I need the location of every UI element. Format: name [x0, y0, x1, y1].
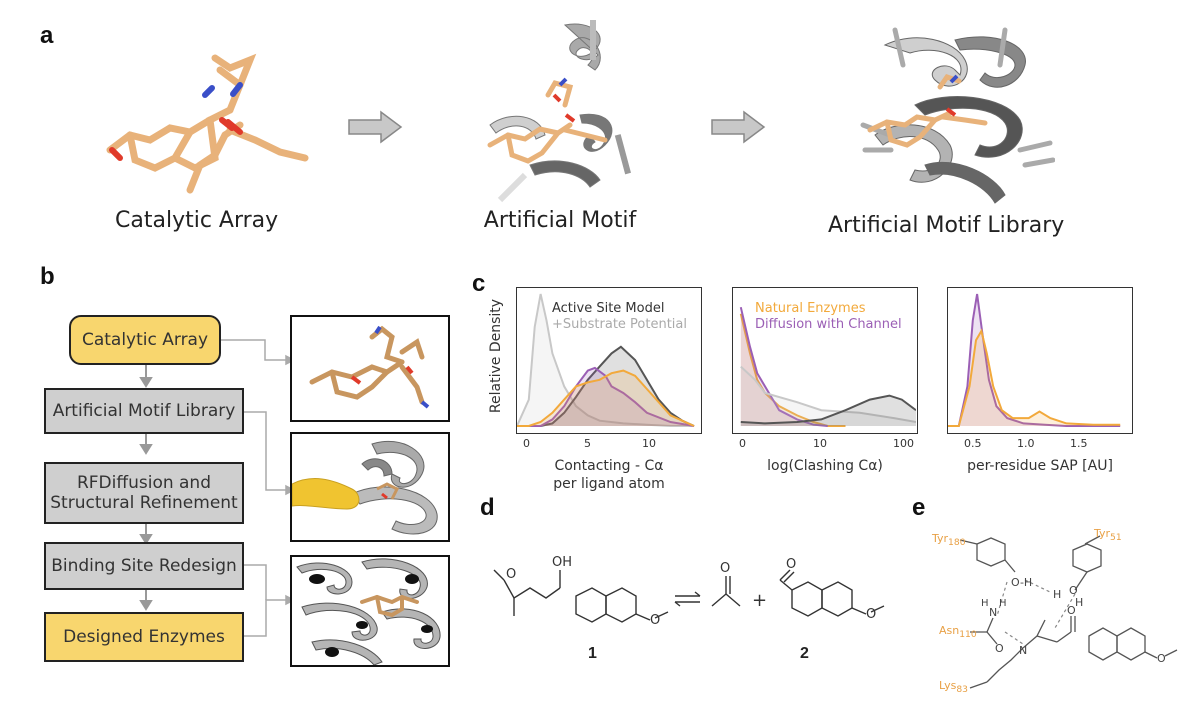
arrow-right-icon	[710, 110, 766, 149]
flow-step-rfdiffusion-refinement: RFDiffusion and Structural Refinement	[44, 462, 244, 524]
atom-h-asn-1: H	[981, 598, 989, 609]
flow-step-artificial-motif-library: Artificial Motif Library	[44, 388, 244, 434]
flow-step-binding-site-redesign: Binding Site Redesign	[44, 542, 244, 590]
panel-letter-a: a	[40, 22, 54, 49]
caption-artificial-motif: Artificial Motif	[483, 208, 637, 233]
xlabel-contacting-line1: Contacting - Cα	[554, 458, 664, 474]
designed-enzyme-thumbnail	[290, 555, 450, 667]
atom-o-aldehyde: O	[786, 557, 796, 572]
xlabel-contacting-line2: per ligand atom	[553, 476, 665, 492]
tick-label: 10	[813, 437, 827, 450]
legend-active-site-model: Active Site Model	[552, 301, 665, 316]
density-area-2	[740, 366, 916, 426]
plot-contacting	[516, 293, 695, 427]
flow-connectors	[139, 339, 296, 637]
active-site-scheme: O-H H O H N H H O N O O	[959, 535, 1178, 689]
tick-label: 10	[642, 437, 656, 450]
tick-label: 1.5	[1070, 437, 1088, 450]
atom-o-tyr51: O	[1069, 584, 1078, 597]
catalytic-array-image	[96, 53, 309, 194]
density-line-1	[948, 328, 1121, 427]
panel-letter-b: b	[40, 263, 55, 290]
tick-label: 100	[893, 437, 914, 450]
atom-h-tyr51: H	[1075, 596, 1083, 609]
density-area-3	[740, 395, 916, 426]
atom-o-ketone: O	[1067, 604, 1076, 617]
retro-aldol-reaction-scheme: O OH O O O O +	[493, 555, 885, 628]
density-area-2	[517, 367, 695, 426]
atom-o-asn: O	[995, 642, 1004, 655]
catalytic-array-thumbnail	[290, 315, 450, 422]
atom-o-h-tyr180: O-H	[1011, 576, 1032, 589]
legend-diffusion-with-channel: Diffusion with Channel	[755, 317, 902, 332]
atom-h-asn-2: H	[999, 598, 1007, 609]
plot-clashing	[739, 306, 917, 427]
atom-o-methoxy-1: O	[650, 613, 660, 628]
density-line-2	[740, 365, 917, 423]
plot-contacting-frame	[516, 287, 702, 434]
compound-number-2: 2	[800, 645, 809, 662]
plot-clashing-frame	[732, 287, 918, 434]
density-line-1	[517, 345, 695, 427]
atom-o-methoxy: O	[1157, 652, 1166, 665]
density-area-1	[948, 331, 1121, 426]
caption-catalytic-array: Catalytic Array	[115, 208, 279, 233]
panel-letter-e: e	[912, 494, 926, 521]
tick-label: 0	[739, 437, 746, 450]
density-area-3	[517, 370, 695, 426]
atom-h-bridge: H	[1053, 588, 1061, 601]
artificial-motif-image	[487, 20, 631, 203]
tick-label: 0	[523, 437, 530, 450]
density-area-1	[517, 346, 695, 426]
atom-n-asn: N	[989, 606, 997, 619]
legend-substrate-potential: +Substrate Potential	[552, 317, 687, 332]
xlabel-sap: per-residue SAP [AU]	[967, 458, 1113, 474]
plot-sap-frame	[947, 287, 1133, 434]
density-area-1	[740, 307, 828, 426]
residue-tyr51: Tyr51	[1094, 527, 1122, 544]
tick-label: 0.5	[964, 437, 982, 450]
density-line-3	[517, 369, 695, 427]
legend-natural-enzymes: Natural Enzymes	[755, 301, 866, 316]
atom-o-methoxy-2: O	[866, 607, 876, 622]
density-line-1	[739, 306, 828, 427]
flow-step-catalytic-array: Catalytic Array	[69, 315, 221, 365]
arrow-right-icon	[347, 110, 403, 149]
tick-label: 1.0	[1017, 437, 1035, 450]
density-line-3	[740, 394, 917, 425]
tick-label: 5	[584, 437, 591, 450]
ylabel-relative-density: Relative Density	[488, 298, 504, 414]
atom-n-imine: N	[1019, 644, 1027, 657]
plus-sign: +	[752, 590, 767, 611]
density-area-0	[948, 294, 1121, 426]
caption-artificial-motif-library: Artificial Motif Library	[828, 213, 1065, 238]
compound-number-1: 1	[588, 645, 597, 662]
panel-letter-d: d	[480, 494, 495, 521]
atom-oh: OH	[552, 555, 572, 570]
rfdiffusion-thumbnail	[290, 432, 450, 542]
residue-asn110: Asn110	[939, 624, 977, 641]
artificial-motif-library-image	[860, 27, 1055, 204]
density-area-0	[517, 294, 695, 426]
residue-lys83: Lys83	[939, 679, 969, 696]
density-line-2	[517, 366, 695, 427]
residue-tyr180: Tyr180	[932, 532, 966, 549]
density-area-0	[740, 313, 846, 426]
flow-step-designed-enzymes: Designed Enzymes	[44, 612, 244, 662]
panel-letter-c: c	[472, 270, 486, 297]
xlabel-clashing: log(Clashing Cα)	[767, 458, 883, 474]
plot-sap	[948, 293, 1121, 427]
atom-o-acetone: O	[720, 561, 730, 576]
atom-o-ketone: O	[506, 567, 516, 582]
density-line-0	[948, 293, 1121, 427]
